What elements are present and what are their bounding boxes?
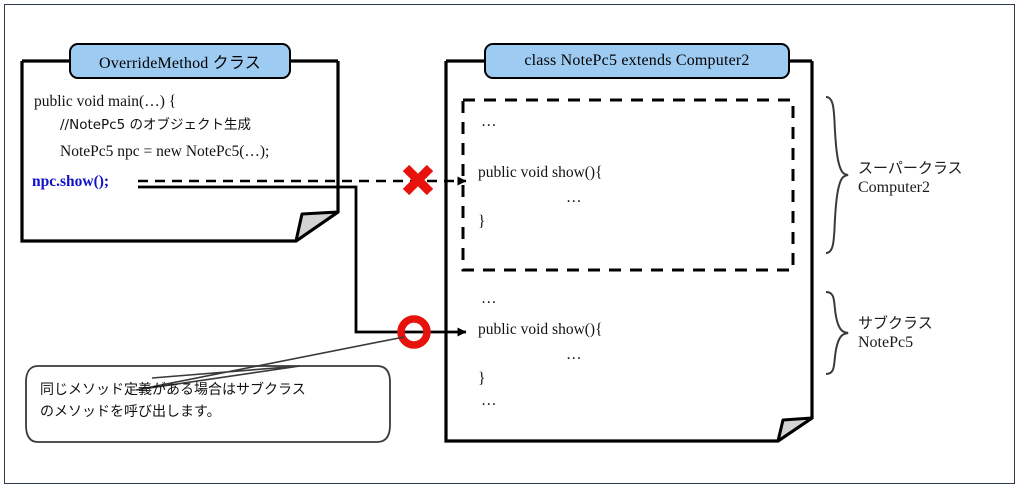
superclass-brace (825, 96, 849, 254)
super-block-signature: public void show(){ (478, 164, 603, 181)
super-block-dots-top: … (481, 113, 498, 130)
sub-block-body-dots: … (566, 346, 583, 363)
left-code-line-3: NotePc5 npc = new NotePc5(…); (60, 143, 270, 160)
right-panel-corner-fold (776, 416, 814, 443)
cross-marker-icon (402, 164, 434, 196)
actual-call-arrow (138, 185, 467, 337)
superclass-annotation-jp: スーパークラス (858, 159, 963, 177)
left-code-line-2: //NotePc5 のオブジェクト生成 (60, 117, 251, 133)
class-header-overridemethod: OverrideMethod クラス (69, 43, 291, 79)
callout-text: 同じメソッド定義がある場合はサブクラス のメソッドを呼び出します。 (40, 379, 306, 423)
subclass-annotation-en: NotePc5 (858, 334, 914, 351)
callout-bubble (25, 365, 391, 443)
left-code-line-1: public void main(…) { (34, 93, 177, 110)
sub-block-close-brace: } (478, 370, 486, 387)
super-block-close-brace: } (478, 213, 486, 230)
super-block-body-dots: … (566, 189, 583, 206)
subclass-brace (825, 291, 849, 375)
right-panel-page (444, 61, 814, 443)
callout-line-1: 同じメソッド定義がある場合はサブクラス (40, 382, 306, 398)
callout-tail (135, 336, 405, 391)
class-header-overridemethod-label: OverrideMethod クラス (99, 55, 261, 72)
sub-block-dots-bottom: … (481, 392, 498, 409)
subclass-annotation-jp: サブクラス (858, 314, 933, 332)
left-code-method-call: npc.show(); (32, 173, 110, 190)
superclass-annotation: スーパークラス Computer2 (858, 158, 963, 198)
superclass-annotation-en: Computer2 (858, 179, 930, 196)
callout-line-2: のメソッドを呼び出します。 (40, 404, 221, 420)
left-panel-corner-fold (294, 210, 340, 243)
circle-marker-icon (397, 315, 431, 349)
class-header-notepc5: class NotePc5 extends Computer2 (484, 43, 790, 79)
sub-block-dots-top: … (481, 290, 498, 307)
class-header-notepc5-label: class NotePc5 extends Computer2 (524, 52, 750, 69)
sub-block-signature: public void show(){ (478, 321, 603, 338)
subclass-annotation: サブクラス NotePc5 (858, 313, 933, 353)
